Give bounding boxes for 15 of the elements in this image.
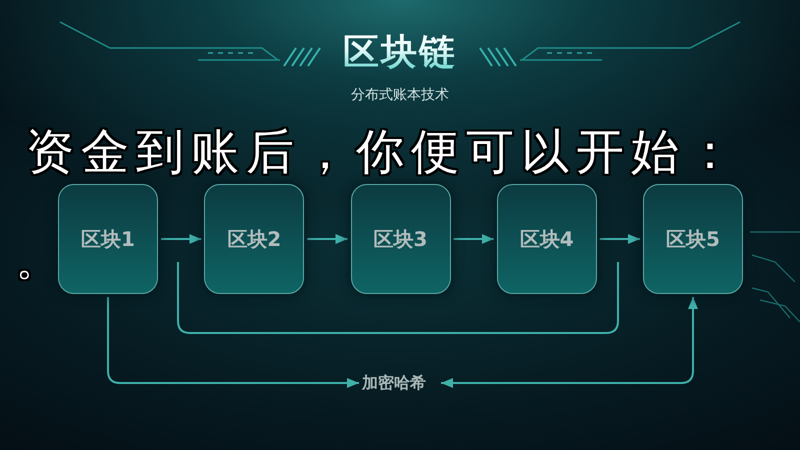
arrow bbox=[454, 234, 494, 244]
block-box: 区块2 bbox=[204, 184, 304, 294]
arrow bbox=[161, 234, 202, 244]
arrow bbox=[307, 234, 348, 244]
arrow bbox=[107, 297, 359, 388]
block-box: 区块5 bbox=[643, 184, 743, 294]
overlay-caption: 资金到账后，你便可以开始： bbox=[26, 124, 741, 180]
arrow bbox=[600, 234, 640, 244]
overlay-caption: 。 bbox=[16, 238, 56, 287]
subtitle: 分布式账本技术 bbox=[351, 87, 449, 103]
block-box: 区块4 bbox=[496, 184, 597, 294]
block-box: 区块1 bbox=[58, 184, 158, 294]
block-box: 区块3 bbox=[350, 184, 450, 294]
arrow bbox=[441, 297, 698, 388]
hash-label: 加密哈希 bbox=[362, 372, 426, 394]
